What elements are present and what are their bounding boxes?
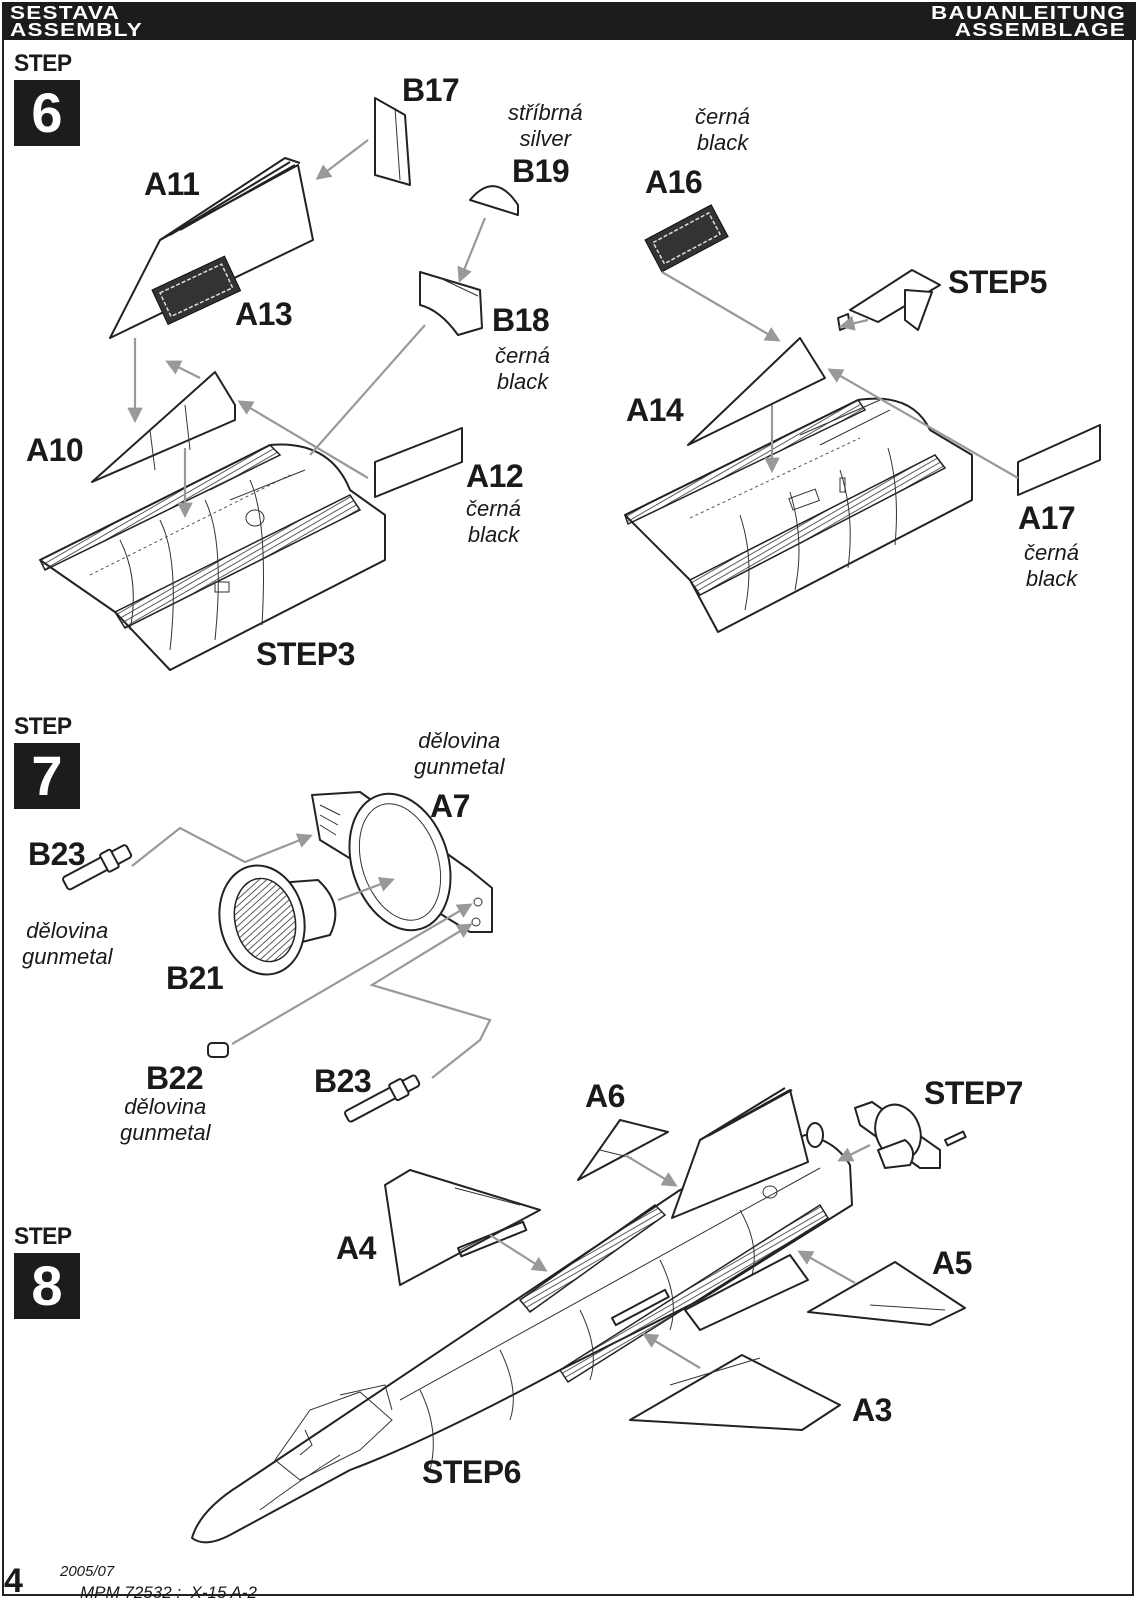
step6-left-drawing: [38, 97, 519, 671]
part-label-a16: A16: [645, 164, 703, 200]
part-label-a11: A11: [144, 166, 200, 202]
step8-label: STEP: [14, 1223, 72, 1250]
paint-note-b19: stříbrná silver: [508, 100, 583, 151]
ref-step3: STEP3: [256, 636, 355, 672]
part-label-a4: A4: [336, 1230, 376, 1266]
part-label-a12: A12: [466, 458, 524, 494]
step8-number: 8: [14, 1253, 80, 1319]
ref-step7: STEP7: [924, 1075, 1023, 1111]
part-label-b22: B22: [146, 1060, 204, 1096]
step7-label: STEP: [14, 713, 72, 740]
part-label-b23-bottom: B23: [314, 1063, 372, 1099]
part-label-a3: A3: [852, 1392, 892, 1428]
header-left-line2: ASSEMBLY: [10, 20, 143, 40]
step6-right-drawing: [624, 204, 1101, 633]
part-label-a6: A6: [585, 1078, 625, 1114]
paint-note-b23: dělovina gunmetal: [22, 918, 113, 969]
header-right-line1: BAUANLEITUNG: [931, 3, 1126, 23]
header-left: SESTAVA ASSEMBLY: [10, 3, 143, 40]
part-label-b19: B19: [512, 153, 570, 189]
part-label-b21: B21: [166, 960, 224, 996]
paint-note-b22: dělovina gunmetal: [120, 1094, 211, 1145]
header-right: BAUANLEITUNG ASSEMBLAGE: [931, 3, 1126, 40]
page-header: SESTAVA ASSEMBLY BAUANLEITUNG ASSEMBLAGE: [2, 2, 1136, 40]
paint-note-a16: černá black: [695, 104, 751, 155]
header-left-line1: SESTAVA: [10, 3, 121, 23]
ref-step5: STEP5: [948, 264, 1047, 300]
step6-label: STEP: [14, 50, 72, 77]
part-label-a13: A13: [235, 296, 293, 332]
page-number: 4: [4, 1562, 23, 1600]
paint-note-a12: černá black: [466, 496, 522, 547]
part-label-a14: A14: [626, 392, 684, 428]
step8-drawing: [191, 1087, 967, 1544]
footer-kit: MPM 72532 : X-15 A-2: [80, 1583, 258, 1602]
step6-number: 6: [14, 80, 80, 146]
footer-date: 2005/07: [60, 1563, 115, 1580]
paint-note-a7: dělovina gunmetal: [414, 728, 505, 779]
part-label-b17: B17: [402, 72, 460, 108]
part-label-a5: A5: [932, 1245, 972, 1281]
part-label-b23-top: B23: [28, 836, 86, 872]
paint-note-a17: černá black: [1024, 540, 1080, 591]
part-label-b18: B18: [492, 302, 550, 338]
header-right-line2: ASSEMBLAGE: [954, 20, 1126, 40]
paint-note-b18: černá black: [495, 343, 551, 394]
part-label-a17: A17: [1018, 500, 1076, 536]
step7-drawing: [62, 791, 493, 1123]
step7-number: 7: [14, 743, 80, 809]
part-label-a10: A10: [26, 432, 84, 468]
ref-step6: STEP6: [422, 1454, 521, 1490]
part-label-a7: A7: [430, 788, 470, 824]
